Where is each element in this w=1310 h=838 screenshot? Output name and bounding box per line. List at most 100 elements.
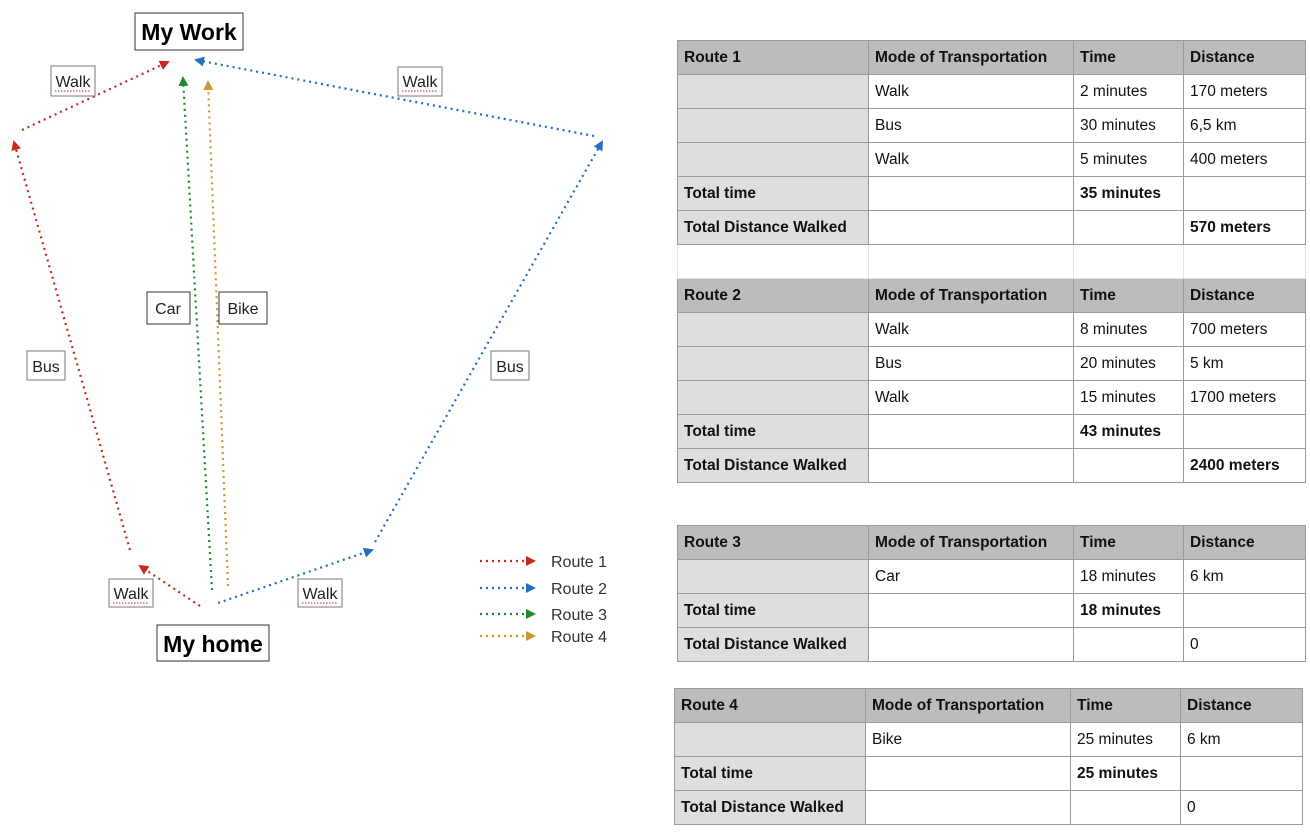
total-walked-label: Total Distance Walked bbox=[674, 790, 866, 825]
route-2-walk-work bbox=[194, 56, 595, 138]
header-distance: Distance bbox=[1183, 278, 1306, 313]
legend-label: Route 1 bbox=[551, 554, 607, 571]
total-walked-time bbox=[1070, 790, 1181, 825]
row-time: 25 minutes bbox=[1070, 722, 1181, 757]
row-label bbox=[677, 142, 869, 177]
row-mode: Walk bbox=[868, 74, 1074, 109]
route-1-path bbox=[11, 60, 201, 607]
row-time: 30 minutes bbox=[1073, 108, 1184, 143]
row-mode: Car bbox=[868, 559, 1074, 594]
row-time: 2 minutes bbox=[1073, 74, 1184, 109]
node-my-work-label: My Work bbox=[141, 19, 237, 45]
legend-item-route-2: Route 2 bbox=[480, 581, 607, 598]
total-time-mode bbox=[868, 593, 1074, 628]
spacer-row bbox=[677, 244, 1306, 279]
row-distance: 1700 meters bbox=[1183, 380, 1306, 415]
row-time: 8 minutes bbox=[1073, 312, 1184, 347]
row-distance: 5 km bbox=[1183, 346, 1306, 381]
edge-label-route1-walk-top: Walk bbox=[50, 65, 96, 97]
row-label bbox=[674, 722, 866, 757]
edge-label-text: Walk bbox=[303, 586, 339, 603]
total-walked-label: Total Distance Walked bbox=[677, 627, 869, 662]
header-mode: Mode of Transportation bbox=[865, 688, 1071, 723]
table-row: Walk 8 minutes 700 meters bbox=[677, 312, 1306, 347]
row-time: 5 minutes bbox=[1073, 142, 1184, 177]
header-mode: Mode of Transportation bbox=[868, 278, 1074, 313]
row-distance: 170 meters bbox=[1183, 74, 1306, 109]
table-header-row: Route 3 Mode of Transportation Time Dist… bbox=[677, 525, 1306, 560]
route-1-bus bbox=[11, 140, 132, 551]
edge-label-route2-walk-top: Walk bbox=[397, 66, 443, 97]
legend-label: Route 2 bbox=[551, 581, 607, 598]
edge-label-text: Bus bbox=[32, 359, 60, 376]
row-mode: Walk bbox=[868, 312, 1074, 347]
route-3-table: Route 3 Mode of Transportation Time Dist… bbox=[677, 525, 1306, 662]
table-row: Bus 20 minutes 5 km bbox=[677, 346, 1306, 381]
total-time-value: 25 minutes bbox=[1070, 756, 1181, 791]
total-time-mode bbox=[865, 756, 1071, 791]
total-time-distance bbox=[1180, 756, 1303, 791]
edge-label-text: Bus bbox=[496, 359, 524, 376]
route-2-bus bbox=[374, 140, 603, 543]
total-time-value: 35 minutes bbox=[1073, 176, 1184, 211]
edge-label-route2-bus: Bus bbox=[490, 350, 530, 381]
header-mode: Mode of Transportation bbox=[868, 525, 1074, 560]
node-my-home: My home bbox=[156, 624, 270, 662]
row-mode: Bus bbox=[868, 346, 1074, 381]
header-route: Route 3 bbox=[677, 525, 869, 560]
row-mode: Walk bbox=[868, 380, 1074, 415]
total-time-row: Total time 18 minutes bbox=[677, 593, 1306, 628]
total-walked-mode bbox=[868, 210, 1074, 245]
total-time-label: Total time bbox=[677, 414, 869, 449]
row-distance: 6 km bbox=[1183, 559, 1306, 594]
legend-item-route-4: Route 4 bbox=[480, 629, 607, 646]
row-mode: Bus bbox=[868, 108, 1074, 143]
row-time: 20 minutes bbox=[1073, 346, 1184, 381]
header-distance: Distance bbox=[1183, 525, 1306, 560]
total-walked-value: 2400 meters bbox=[1183, 448, 1306, 483]
table-row: Car 18 minutes 6 km bbox=[677, 559, 1306, 594]
total-walked-row: Total Distance Walked 0 bbox=[674, 790, 1303, 825]
table-header-row: Route 2 Mode of Transportation Time Dist… bbox=[677, 278, 1306, 313]
row-distance: 700 meters bbox=[1183, 312, 1306, 347]
route-diagram: My Work My home Walk Walk Bus Bus Car bbox=[11, 12, 607, 662]
header-mode: Mode of Transportation bbox=[868, 40, 1074, 75]
edge-label-text: Car bbox=[155, 301, 181, 318]
total-walked-row: Total Distance Walked 570 meters bbox=[677, 210, 1306, 245]
legend-label: Route 3 bbox=[551, 607, 607, 624]
spacer-cell bbox=[868, 244, 1074, 279]
route-2-path bbox=[194, 56, 603, 605]
table-header-row: Route 4 Mode of Transportation Time Dist… bbox=[674, 688, 1303, 723]
node-my-work: My Work bbox=[134, 12, 244, 51]
table-header-row: Route 1 Mode of Transportation Time Dist… bbox=[677, 40, 1306, 75]
row-time: 15 minutes bbox=[1073, 380, 1184, 415]
header-route: Route 2 bbox=[677, 278, 869, 313]
legend-item-route-1: Route 1 bbox=[480, 554, 607, 571]
route-4-table: Route 4 Mode of Transportation Time Dist… bbox=[674, 688, 1303, 825]
total-time-distance bbox=[1183, 176, 1306, 211]
total-time-distance bbox=[1183, 414, 1306, 449]
row-label bbox=[677, 559, 869, 594]
table-row: Bike 25 minutes 6 km bbox=[674, 722, 1303, 757]
total-walked-value: 0 bbox=[1183, 627, 1306, 662]
header-time: Time bbox=[1073, 278, 1184, 313]
header-distance: Distance bbox=[1180, 688, 1303, 723]
node-my-home-label: My home bbox=[163, 631, 263, 657]
total-time-label: Total time bbox=[677, 176, 869, 211]
route-3-car bbox=[178, 76, 214, 591]
total-time-mode bbox=[868, 176, 1074, 211]
total-time-row: Total time 43 minutes bbox=[677, 414, 1306, 449]
legend-item-route-3: Route 3 bbox=[480, 607, 607, 624]
total-walked-row: Total Distance Walked 2400 meters bbox=[677, 448, 1306, 483]
row-distance: 6,5 km bbox=[1183, 108, 1306, 143]
routes-1-2-table: Route 1 Mode of Transportation Time Dist… bbox=[677, 40, 1306, 483]
route-1-walk-home bbox=[138, 564, 201, 607]
route-4-bike bbox=[203, 80, 230, 587]
total-walked-label: Total Distance Walked bbox=[677, 210, 869, 245]
header-time: Time bbox=[1073, 525, 1184, 560]
total-walked-mode bbox=[868, 448, 1074, 483]
total-walked-mode bbox=[868, 627, 1074, 662]
row-label bbox=[677, 380, 869, 415]
row-label bbox=[677, 312, 869, 347]
spacer-cell bbox=[1183, 244, 1306, 279]
